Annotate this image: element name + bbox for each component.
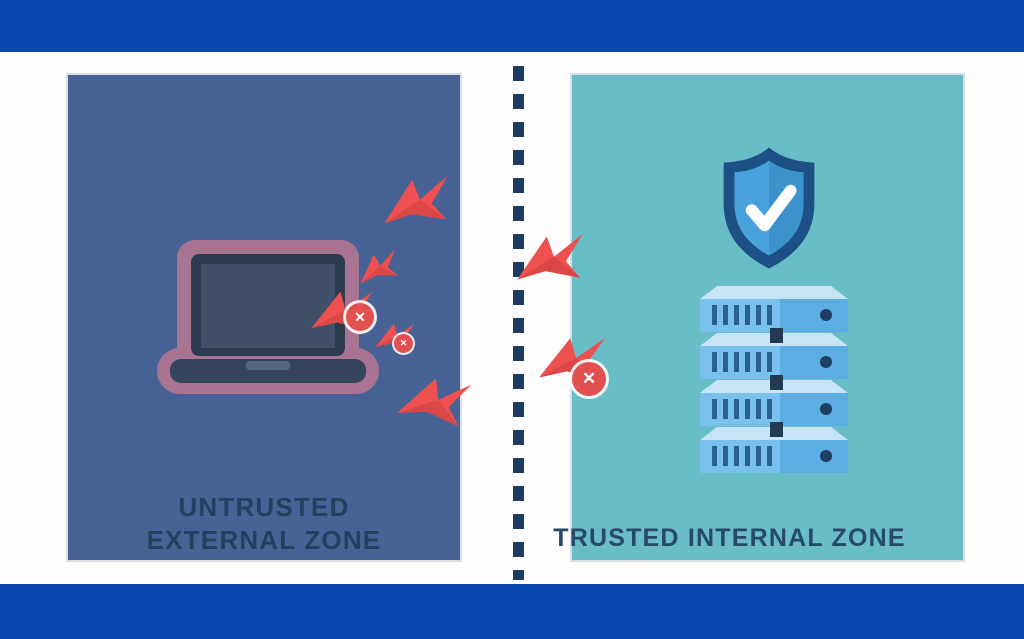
attack-arrow-icon (384, 175, 448, 224)
blocked-x-badge: ✕ (572, 362, 606, 396)
shield-check-icon (723, 147, 815, 269)
untrusted-zone-label-line1: UNTRUSTED (178, 492, 350, 522)
top-border-band (0, 0, 1024, 52)
firewall-dashed-line (513, 66, 524, 580)
trusted-zone-label: TRUSTED INTERNAL ZONE (553, 524, 906, 552)
attack-arrow-icon (517, 231, 583, 282)
attack-arrow-icon (356, 249, 400, 284)
laptop-icon (157, 240, 379, 394)
blocked-x-badge: ✕ (346, 303, 374, 331)
untrusted-zone-label-line2: EXTERNAL ZONE (146, 525, 382, 555)
untrusted-zone-label: UNTRUSTED EXTERNAL ZONE (68, 491, 460, 557)
bottom-border-band (0, 584, 1024, 639)
server-stack-icon (700, 286, 848, 473)
blocked-x-badge: ✕ (394, 334, 413, 353)
